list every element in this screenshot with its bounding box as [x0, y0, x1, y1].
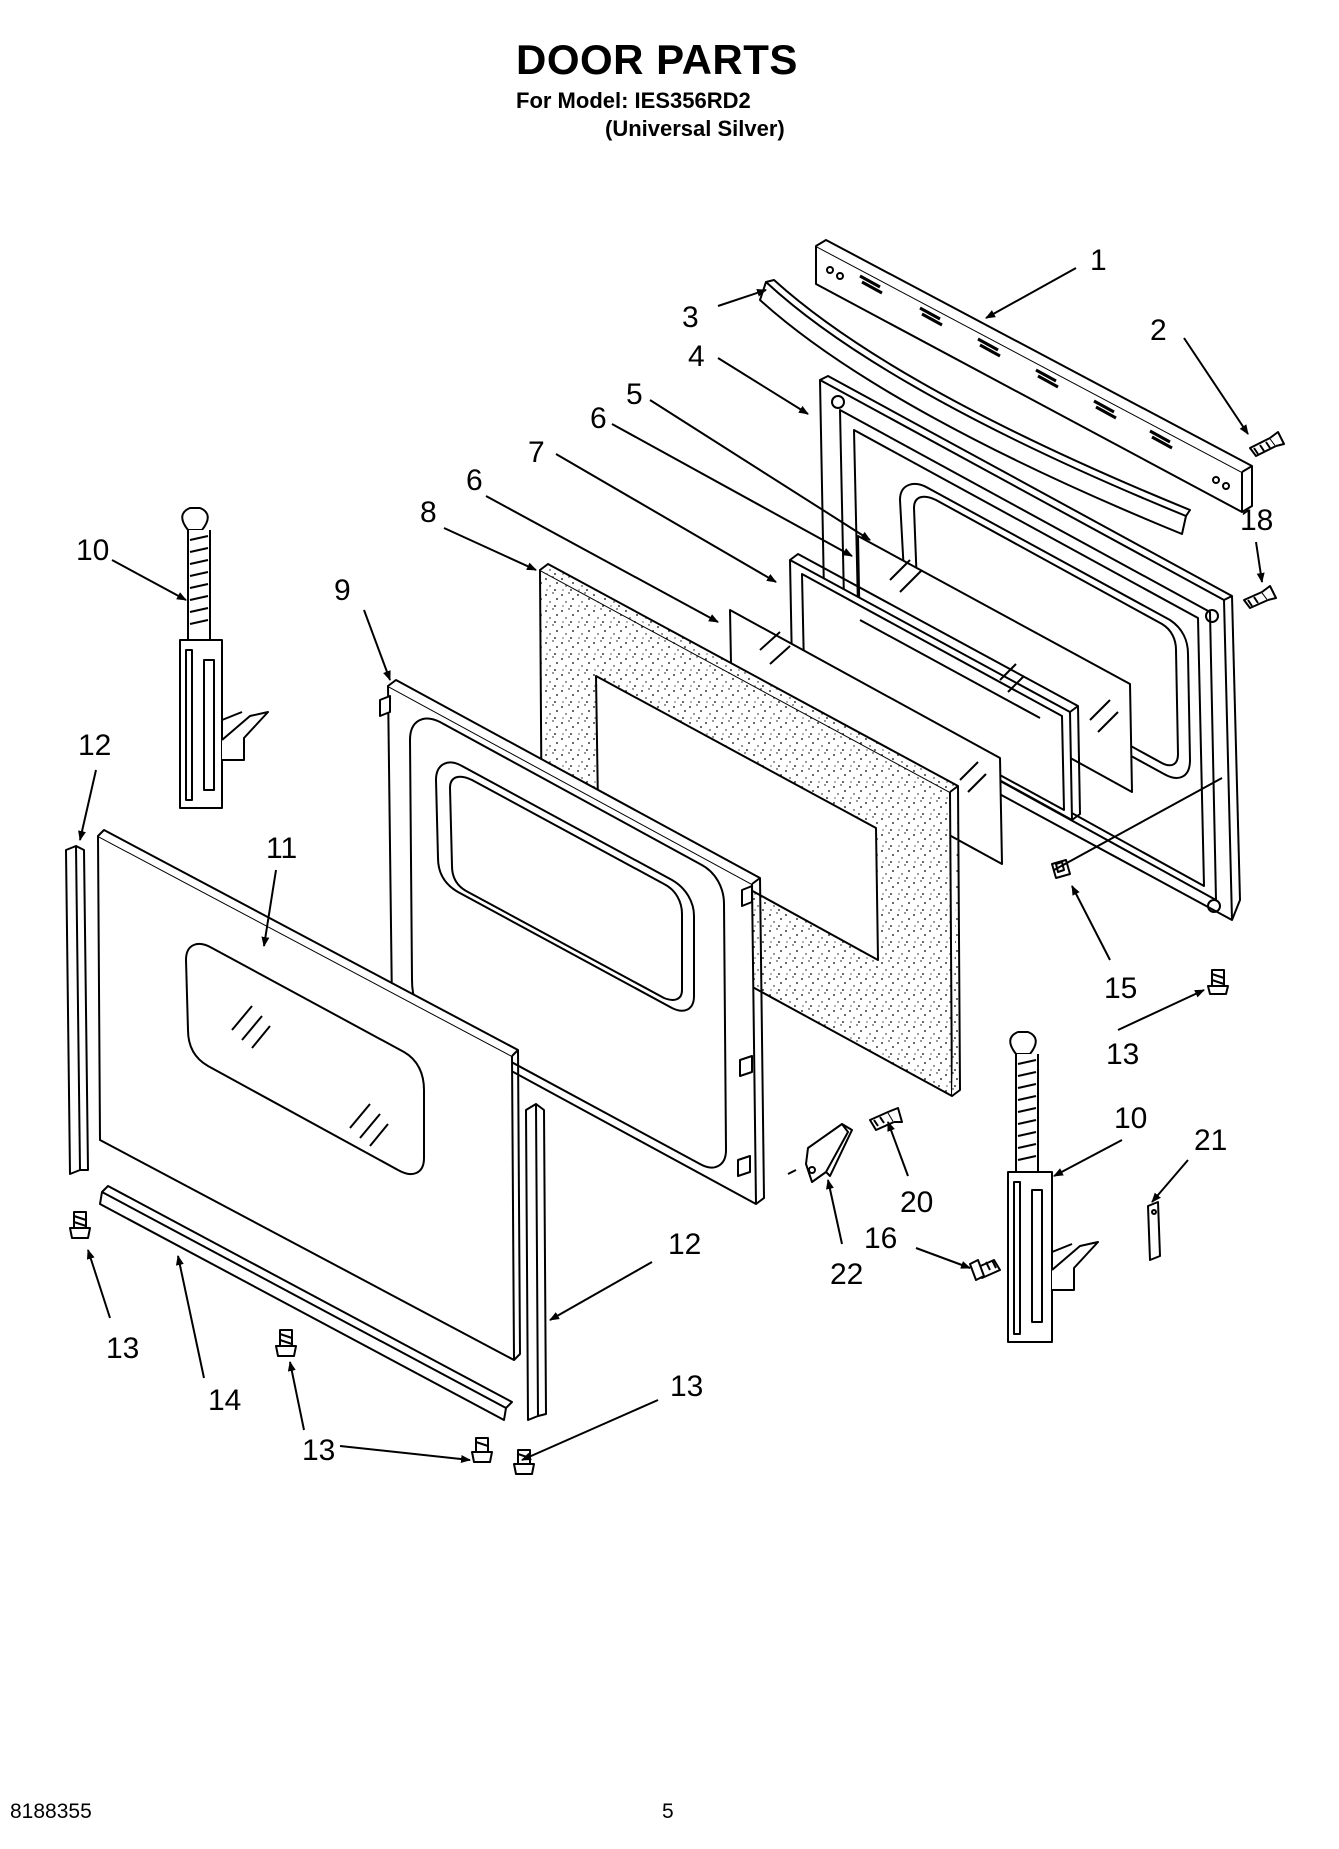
callout-18: 18	[1240, 504, 1273, 537]
outer-door-panel-part	[97, 829, 521, 1361]
page-number: 5	[662, 1800, 674, 1823]
callout-10-right: 10	[1114, 1102, 1147, 1135]
variant-line: (Universal Silver)	[605, 116, 785, 141]
callout-12-left: 12	[78, 729, 111, 762]
callout-3: 3	[682, 301, 699, 334]
bottom-trim-part	[99, 1185, 513, 1421]
document-number: 8188355	[10, 1800, 92, 1823]
page-title: DOOR PARTS	[516, 36, 798, 83]
callout-20: 20	[900, 1186, 933, 1219]
screw-2-part	[1249, 431, 1285, 457]
callout-1: 1	[1090, 244, 1107, 277]
callout-6-upper: 6	[590, 402, 607, 435]
leader-lines	[78, 267, 1265, 1464]
screw-20-part	[869, 1107, 903, 1131]
callout-2: 2	[1150, 314, 1167, 347]
callout-13-left: 13	[106, 1332, 139, 1365]
model-line: For Model: IES356RD2	[516, 88, 751, 113]
callout-labels: 1 2 3 4 5 6 6 7 8 9 10 10 11 12 12 13 13…	[76, 244, 1273, 1467]
screw-13-bottom-a-part	[471, 1437, 493, 1463]
callout-5: 5	[626, 378, 643, 411]
callout-16: 16	[864, 1222, 897, 1255]
bracket-part	[787, 1123, 853, 1183]
callout-13-bottom: 13	[670, 1370, 703, 1403]
side-trim-left-part	[65, 845, 89, 1175]
plate-part	[1147, 1201, 1161, 1261]
glass-pack-frame-part	[789, 553, 1081, 821]
callout-11: 11	[266, 832, 297, 865]
callout-10-left: 10	[76, 534, 109, 567]
callout-21: 21	[1194, 1124, 1227, 1157]
screw-13-right-part	[1207, 969, 1229, 995]
callout-4: 4	[688, 340, 705, 373]
callout-7: 7	[528, 436, 545, 469]
side-trim-right-part	[525, 1103, 547, 1421]
insulation-part	[539, 563, 961, 1097]
door-frame-part	[379, 679, 765, 1205]
screw-13-center-part	[275, 1329, 297, 1357]
callout-8: 8	[420, 496, 437, 529]
screw-16-part	[969, 1259, 1001, 1281]
screw-13-bottom-b-part	[513, 1449, 535, 1475]
hinge-left-part	[179, 507, 269, 809]
handle-trim-part	[759, 279, 1191, 535]
hinge-right-part	[1007, 1031, 1099, 1343]
callout-22: 22	[830, 1258, 863, 1291]
vent-trim-part	[815, 239, 1253, 513]
callout-13-center: 13	[302, 1434, 335, 1467]
callout-12-right: 12	[668, 1228, 701, 1261]
callout-14: 14	[208, 1384, 241, 1417]
callout-15: 15	[1104, 972, 1137, 1005]
screw-13-left-part	[69, 1211, 91, 1239]
callout-6-lower: 6	[466, 464, 483, 497]
callout-9: 9	[334, 574, 351, 607]
callout-13-right: 13	[1106, 1038, 1139, 1071]
header: DOOR PARTS For Model: IES356RD2 (Univers…	[0, 0, 1339, 141]
screw-18-part	[1243, 585, 1277, 609]
